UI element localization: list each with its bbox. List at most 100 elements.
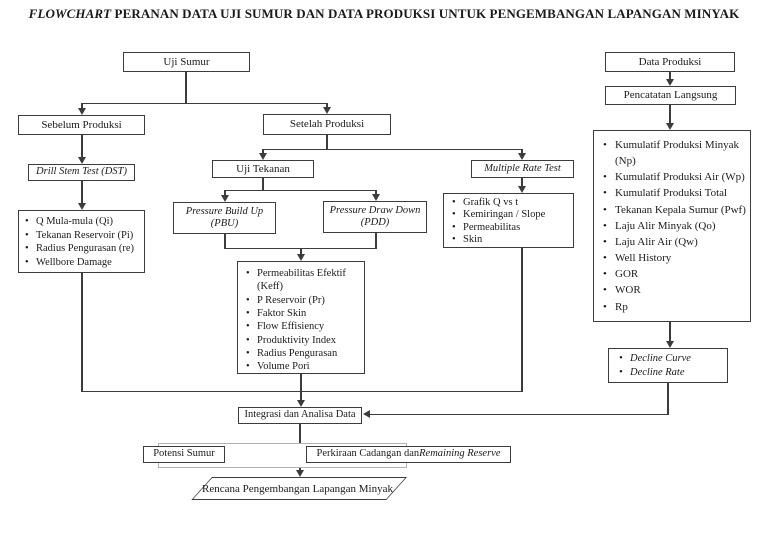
arrowhead-down [296, 470, 304, 477]
arrowhead-down [297, 400, 305, 407]
node-label: Pencatatan Langsung [623, 89, 718, 102]
connector [81, 103, 83, 109]
node-label-line1: Pressure Build Up [185, 205, 264, 217]
connector [81, 102, 327, 104]
arrowhead-down [666, 123, 674, 130]
node-pencatatan-langsung: Pencatatan Langsung [605, 86, 736, 105]
node-perkiraan-cadangan: Perkiraan Cadangan dan Remaining Reserve [306, 446, 511, 463]
connector [262, 148, 523, 150]
arrowhead-down [666, 79, 674, 86]
list-item: Rp [598, 299, 747, 315]
list-item: Well History [598, 250, 747, 266]
connector [81, 390, 523, 392]
node-label: Drill Stem Test (DST) [36, 166, 127, 178]
connector [369, 413, 668, 415]
connector [669, 105, 671, 124]
list-item: Permeabilitas Efektif (Keff) [242, 267, 362, 294]
node-rencana-pengembangan: Rencana Pengembangan Lapangan Minyak [191, 477, 407, 500]
node-label: Data Produksi [638, 55, 702, 68]
title-text: PERANAN DATA UJI SUMUR DAN DATA PRODUKSI… [111, 6, 740, 21]
connector [326, 135, 328, 150]
node-multiple-rate-test: Multiple Rate Test [471, 160, 574, 178]
list-item: Produktivity Index [242, 334, 362, 348]
list-item: Grafik Q vs t [448, 197, 571, 210]
connector [262, 149, 264, 154]
list-item: Flow Effisiency [242, 320, 362, 334]
title-flowchart-word: FLOWCHART [28, 6, 112, 21]
list-item: P Reservoir (Pr) [242, 294, 362, 308]
produksi-results-list: Kumulatif Produksi Minyak (Np)Kumulatif … [598, 137, 747, 315]
arrowhead-down [372, 194, 380, 201]
connector [224, 190, 226, 196]
dst-results-list: Q Mula-mula (Qi)Tekanan Reservoir (Pi)Ra… [21, 215, 142, 270]
node-pressure-draw-down: Pressure Draw Down (PDD) [323, 201, 427, 233]
node-label: Sebelum Produksi [41, 118, 122, 131]
list-item: Radius Pengurasan (re) [21, 242, 142, 256]
list-item: Wellbore Damage [21, 256, 142, 270]
arrowhead-down [78, 108, 86, 115]
node-data-produksi: Data Produksi [605, 52, 735, 72]
node-sebelum-produksi: Sebelum Produksi [18, 115, 145, 135]
connector [224, 234, 226, 249]
node-uji-tekanan: Uji Tekanan [212, 160, 314, 178]
connector [299, 424, 301, 443]
list-item: Kemiringan / Slope [448, 209, 571, 222]
list-item: Skin [448, 234, 571, 247]
arrowhead-left [363, 410, 370, 418]
connector [185, 72, 187, 104]
list-item: Tekanan Kepala Sumur (Pwf) [598, 202, 747, 218]
connector [669, 72, 671, 80]
list-item: Laju Alir Minyak (Qo) [598, 218, 747, 234]
list-item: GOR [598, 266, 747, 282]
list-item: Laju Alir Air (Qw) [598, 234, 747, 250]
page-title: FLOWCHART PERANAN DATA UJI SUMUR DAN DAT… [0, 6, 768, 22]
arrowhead-down [78, 203, 86, 210]
list-item: WOR [598, 282, 747, 298]
arrowhead-down [323, 107, 331, 114]
list-item: Decline Rate [615, 366, 725, 380]
node-label: Potensi Sumur [153, 448, 215, 460]
arrowhead-down [297, 254, 305, 261]
connector [262, 178, 264, 191]
list-decline-results: Decline CurveDecline Rate [608, 348, 728, 383]
list-item: Kumulatif Produksi Minyak (Np) [598, 137, 747, 169]
list-item: Q Mula-mula (Qi) [21, 215, 142, 229]
connector [667, 383, 669, 415]
node-label: Perkiraan Cadangan dan [316, 448, 420, 460]
node-label: Multiple Rate Test [484, 162, 561, 174]
arrowhead-down [259, 153, 267, 160]
connector [326, 103, 328, 108]
connector [375, 233, 377, 249]
connector [300, 248, 302, 255]
connector [521, 149, 523, 154]
list-item: Decline Curve [615, 352, 725, 366]
connector [375, 190, 377, 195]
connector [224, 189, 376, 191]
connector [81, 273, 83, 392]
node-uji-sumur: Uji Sumur [123, 52, 250, 72]
node-label: Uji Sumur [163, 55, 210, 68]
node-label-line2: (PBU) [210, 218, 239, 229]
list-dst-results: Q Mula-mula (Qi)Tekanan Reservoir (Pi)Ra… [18, 210, 145, 273]
list-mrt-results: Grafik Q vs tKemiringan / SlopePermeabil… [443, 193, 574, 248]
list-item: Kumulatif Produksi Total [598, 185, 747, 201]
decline-results-list: Decline CurveDecline Rate [615, 352, 725, 380]
node-potensi-sumur: Potensi Sumur [143, 446, 225, 463]
node-label: Uji Tekanan [236, 162, 290, 175]
connector [669, 322, 671, 342]
connector [521, 178, 523, 187]
node-setelah-produksi: Setelah Produksi [263, 114, 391, 135]
node-drill-stem-test: Drill Stem Test (DST) [28, 164, 135, 181]
list-item: Faktor Skin [242, 307, 362, 321]
list-item: Kumulatif Produksi Air (Wp) [598, 169, 747, 185]
arrowhead-down [518, 186, 526, 193]
arrowhead-down [221, 195, 229, 202]
connector [300, 374, 302, 401]
list-item: Radius Pengurasan [242, 347, 362, 361]
arrowhead-down [78, 157, 86, 164]
node-integrasi-analisa-data: Integrasi dan Analisa Data [238, 407, 362, 424]
node-label-line2: (PDD) [360, 217, 390, 228]
list-produksi-results: Kumulatif Produksi Minyak (Np)Kumulatif … [593, 130, 751, 322]
list-item: Tekanan Reservoir (Pi) [21, 229, 142, 243]
